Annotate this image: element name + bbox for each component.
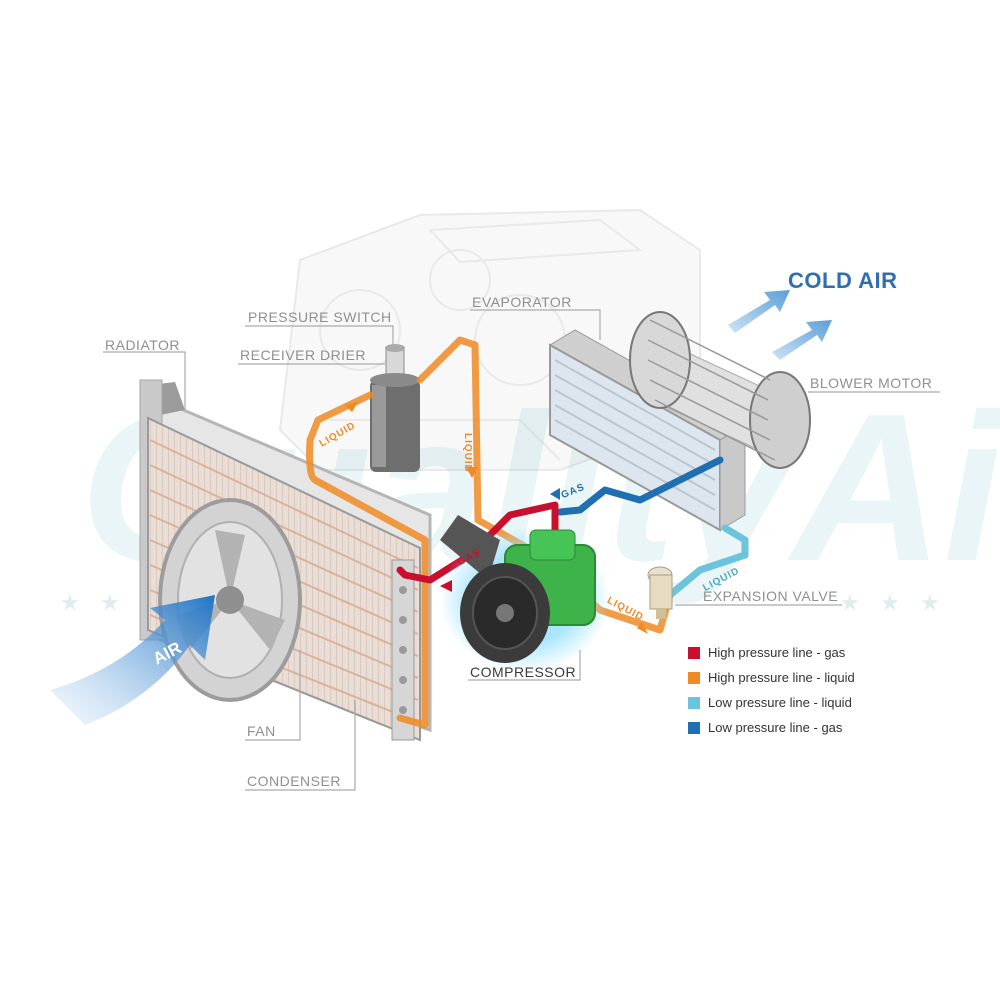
air-arrow [50, 595, 215, 725]
cold-air-arrows [728, 290, 832, 360]
svg-text:★: ★ [60, 591, 80, 616]
compressor-label: COMPRESSOR [470, 664, 576, 680]
svg-text:★: ★ [840, 591, 860, 616]
condenser-label: CONDENSER [247, 773, 341, 789]
legend-item-high-liquid: High pressure line - liquid [688, 665, 908, 690]
compressor [440, 515, 610, 672]
legend-label-low-gas: Low pressure line - gas [708, 720, 843, 735]
legend-item-low-liquid: Low pressure line - liquid [688, 690, 908, 715]
fan [158, 498, 302, 702]
leader-lines [103, 309, 940, 791]
expansion-valve [647, 566, 673, 619]
svg-text:★: ★ [100, 591, 120, 616]
legend-label-high-liquid: High pressure line - liquid [708, 670, 855, 685]
legend: High pressure line - gas High pressure l… [688, 640, 908, 740]
expansion-valve-label: EXPANSION VALVE [703, 588, 838, 604]
blower-motor [629, 311, 811, 469]
radiator-label: RADIATOR [105, 337, 180, 353]
svg-text:★: ★ [880, 591, 900, 616]
evaporator-label: EVAPORATOR [472, 294, 572, 310]
legend-swatch-low-liquid [688, 696, 700, 709]
line-low-gas [556, 456, 724, 516]
pressure-switch-label: PRESSURE SWITCH [248, 309, 392, 325]
legend-item-low-gas: Low pressure line - gas [688, 715, 908, 740]
blower-motor-label: BLOWER MOTOR [810, 375, 932, 391]
receiver-drier-label: RECEIVER DRIER [240, 347, 366, 363]
svg-text:★: ★ [920, 591, 940, 616]
legend-swatch-low-gas [688, 721, 700, 734]
legend-label-high-gas: High pressure line - gas [708, 645, 846, 660]
legend-label-low-liquid: Low pressure line - liquid [708, 695, 852, 710]
line-high-liquid-1 [306, 391, 429, 729]
cold-air-label: COLD AIR [788, 268, 898, 293]
receiver-drier [370, 344, 420, 472]
flow-label-liquid-2: LIQUID [462, 433, 473, 473]
legend-item-high-gas: High pressure line - gas [688, 640, 908, 665]
legend-swatch-high-gas [688, 646, 700, 659]
fan-label: FAN [247, 723, 276, 739]
legend-swatch-high-liquid [688, 671, 700, 684]
line-low-liquid [666, 524, 749, 599]
